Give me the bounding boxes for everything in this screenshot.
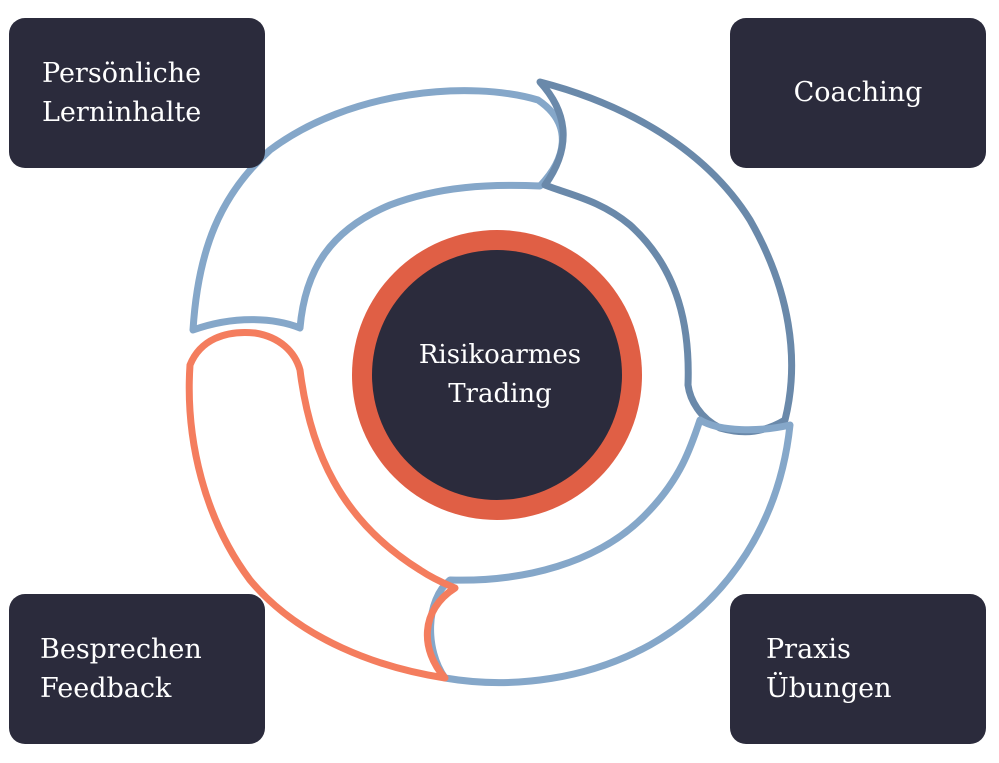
box-feedback: Besprechen Feedback [9,594,265,744]
cycle-arrow-bottom [427,416,794,687]
center-label-line1: Risikoarmes [418,340,582,370]
box-personal-learning: Persönliche Lerninhalte [9,18,265,168]
center-label-line2: Trading [448,379,552,409]
center-disc [372,250,622,500]
box-practice-line2: Übungen [766,673,892,704]
cycle-arrow-top-left [189,87,566,334]
box-feedback-line2: Feedback [40,673,172,704]
box-coaching: Coaching [730,18,986,168]
cycle-arrow-left [185,328,459,682]
box-personal-learning-line1: Persönliche [42,57,202,89]
box-coaching-line1: Coaching [793,77,923,109]
box-personal-learning-line2: Lerninhalte [42,97,202,128]
box-practice: Praxis Übungen [730,594,986,744]
center-label: Risikoarmes Trading [370,290,630,460]
box-feedback-line1: Besprechen [40,633,202,665]
box-practice-line1: Praxis [766,633,851,665]
